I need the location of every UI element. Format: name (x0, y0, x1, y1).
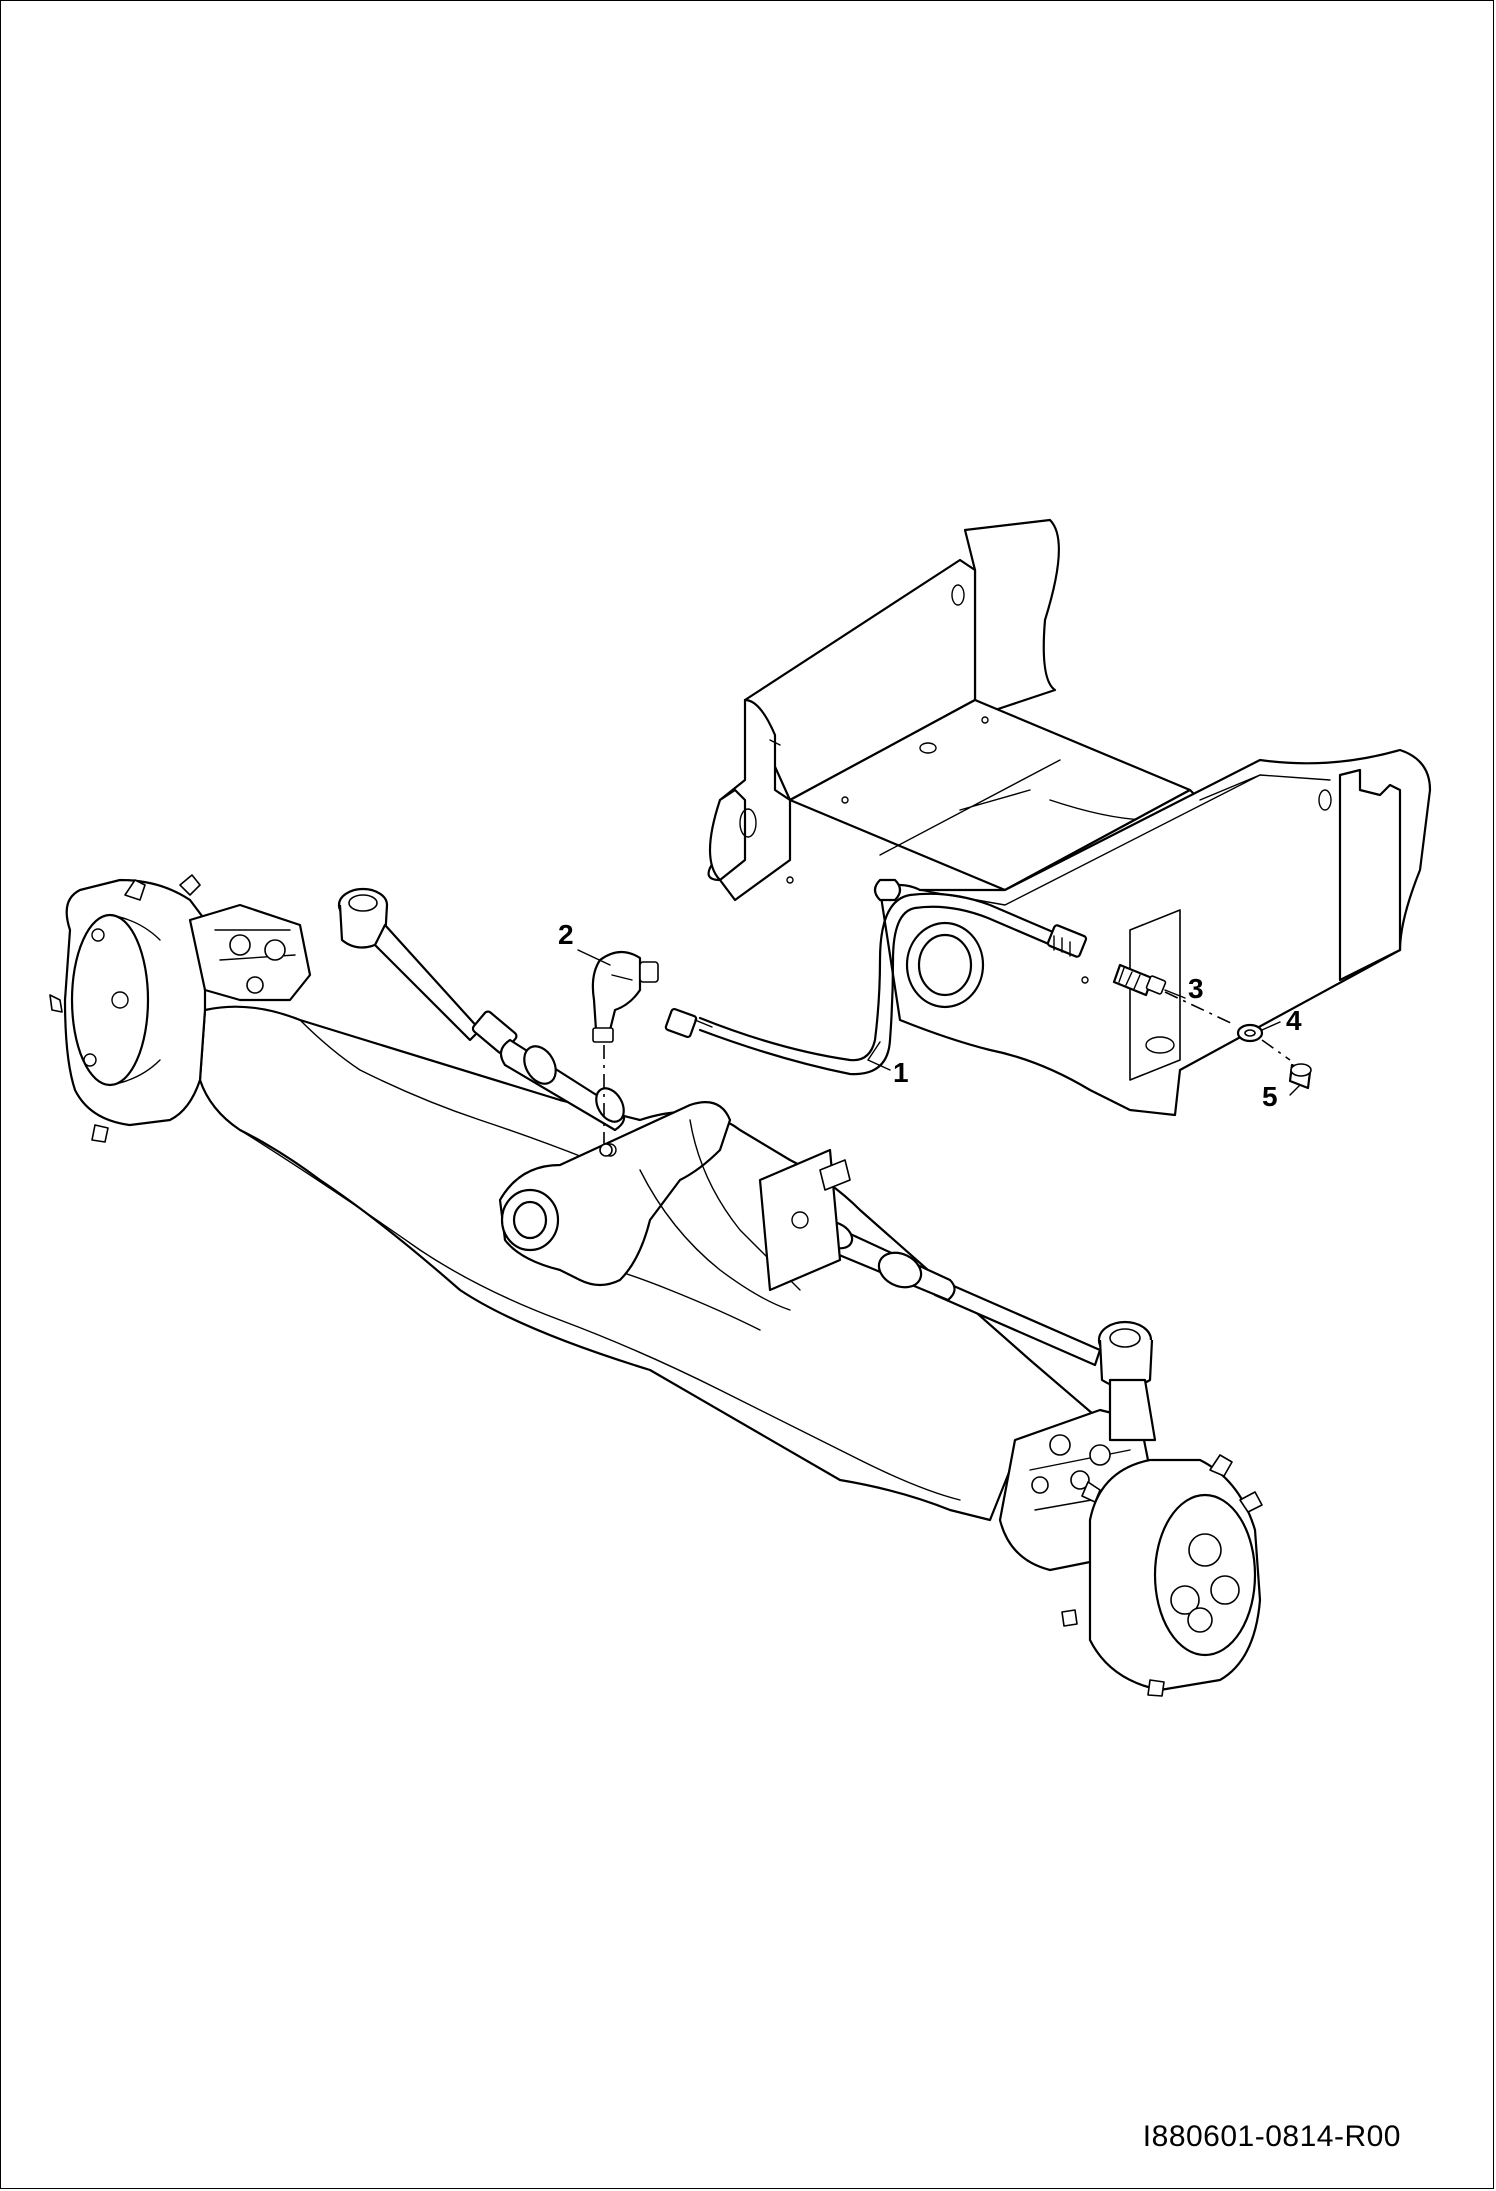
elbow-fitting (591, 950, 659, 1043)
callout-5: 5 (1262, 1081, 1278, 1112)
callout-1: 1 (893, 1057, 909, 1088)
drawing-code: I880601-0814-R00 (1142, 2120, 1401, 2153)
right-wheel-hub (1061, 1454, 1263, 1697)
grease-line-assembly (591, 892, 1312, 1157)
adapter-fitting (1112, 963, 1167, 997)
steering-axle (49, 874, 1263, 1697)
callout-2: 2 (558, 919, 574, 950)
left-wheel-hub (49, 874, 207, 1143)
bolt (1288, 1063, 1312, 1090)
callout-4: 4 (1286, 1005, 1302, 1036)
chassis-frame (707, 518, 1432, 1117)
callout-3: 3 (1188, 973, 1204, 1004)
callout-leaders (577, 949, 1301, 1096)
